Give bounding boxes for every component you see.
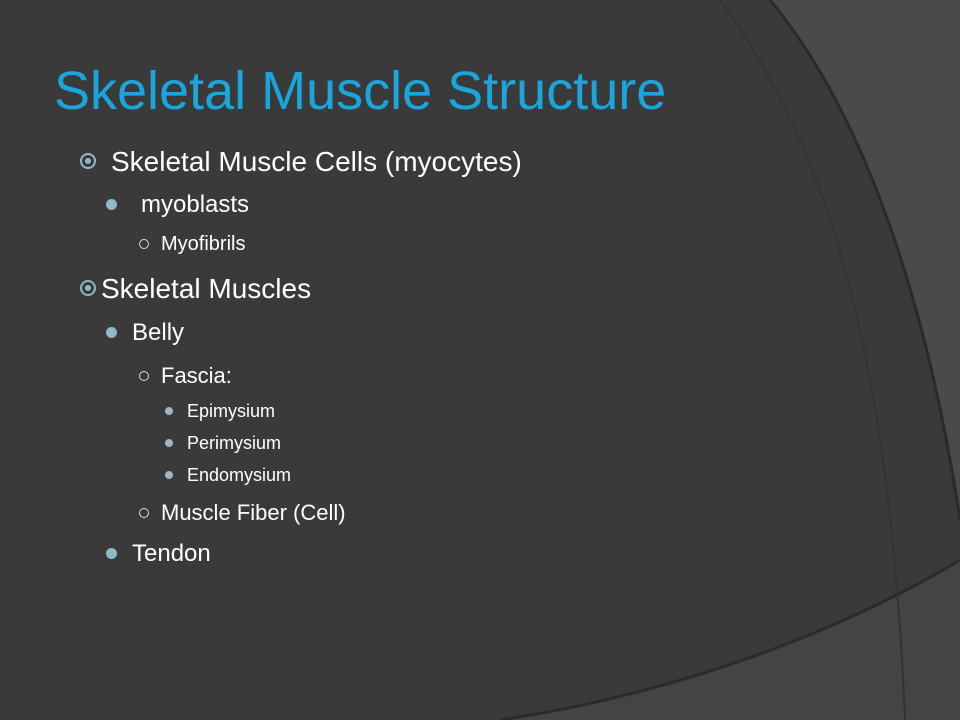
- bullet-text: Tendon: [132, 540, 211, 567]
- bullet-text: Skeletal Muscles: [101, 273, 312, 304]
- small-dot-icon: [165, 407, 173, 415]
- bullet-text: Belly: [132, 319, 185, 346]
- bullet-text: Muscle Fiber (Cell): [161, 500, 346, 525]
- bullet-text: Myofibrils: [161, 233, 246, 255]
- dot-icon: [106, 548, 117, 559]
- bullet-text: Fascia:: [161, 363, 232, 388]
- bullet-text: Skeletal Muscle Cells (myocytes): [111, 146, 522, 177]
- bullet-text: Perimysium: [187, 433, 282, 453]
- hollow-circle-icon: [139, 371, 149, 381]
- small-dot-icon: [165, 471, 173, 479]
- dot-icon: [106, 199, 117, 210]
- dot-icon: [106, 327, 117, 338]
- decorative-curve-edge: [768, 0, 960, 521]
- circled-dot-icon: [80, 153, 96, 169]
- hollow-circle-icon: [139, 239, 149, 249]
- decorative-curve-lower: [500, 560, 960, 720]
- slide-title: Skeletal Muscle Structure: [54, 61, 667, 121]
- bullet-text: Endomysium: [187, 465, 292, 485]
- small-dot-icon: [165, 439, 173, 447]
- decorative-curve-inner-edge: [719, 0, 906, 720]
- bullet-text: myoblasts: [141, 191, 250, 218]
- bullet-text: Epimysium: [187, 401, 276, 421]
- hollow-circle-icon: [139, 508, 149, 518]
- circled-dot-icon: [80, 280, 96, 296]
- decorative-curve-outer: [770, 0, 960, 520]
- decorative-curve-lower-edge: [499, 558, 960, 720]
